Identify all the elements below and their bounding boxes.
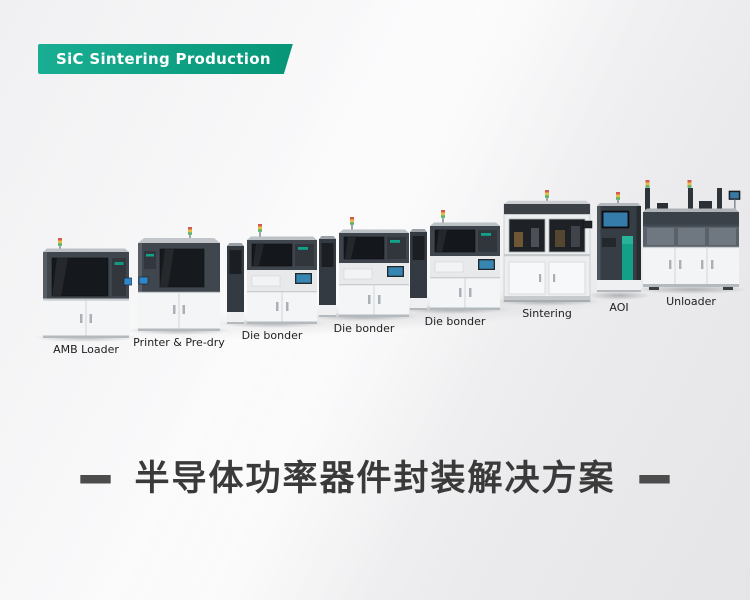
machine-label: Sintering <box>522 307 572 320</box>
signal-light-icon <box>645 180 650 188</box>
machine-label: Die bonder <box>424 315 486 328</box>
machine-amb-loader: AMB Loader <box>33 238 139 358</box>
aoi-illustration <box>597 192 641 292</box>
headline-text: 半导体功率器件封装解决方案 <box>134 459 616 499</box>
machine-sintering: Sintering <box>494 190 600 322</box>
headline-dash-left: — <box>78 435 113 516</box>
die-bonder-illustration <box>227 224 317 324</box>
signal-light-icon <box>258 224 262 237</box>
signal-light-icon <box>441 210 445 223</box>
machine-label: Die bonder <box>333 322 395 335</box>
machine-label: Unloader <box>666 295 716 308</box>
product-line-badge: SiC Sintering Production <box>38 44 293 74</box>
unloader-illustration <box>643 180 741 290</box>
die-bonder-illustration <box>410 210 500 310</box>
printer-illustration <box>138 227 220 331</box>
signal-light-icon <box>545 190 549 201</box>
machine-die-bonder-2: Die bonder <box>311 217 417 337</box>
machine-die-bonder-3: Die bonder <box>402 210 508 330</box>
sintering-illustration <box>503 190 593 302</box>
machine-label: Die bonder <box>241 329 303 342</box>
signal-light-icon <box>350 217 354 230</box>
machine-printer-predry: Printer & Pre-dry <box>127 227 231 351</box>
headline-dash-right: — <box>637 435 672 516</box>
headline: — 半导体功率器件封装解决方案 — <box>0 436 750 516</box>
die-bonder-illustration <box>319 217 409 317</box>
machine-aoi: AOI <box>587 192 651 316</box>
machine-label: AMB Loader <box>53 343 119 356</box>
signal-light-icon <box>687 180 692 188</box>
machine-label: AOI <box>609 301 629 314</box>
machine-die-bonder-1: Die bonder <box>219 224 325 344</box>
machine-shadow <box>634 285 748 294</box>
amb-loader-illustration <box>43 238 132 338</box>
machine-unloader: Unloader <box>634 180 748 310</box>
machine-shadow <box>587 291 651 300</box>
machine-label: Printer & Pre-dry <box>133 336 225 349</box>
signal-light-icon <box>616 192 620 206</box>
